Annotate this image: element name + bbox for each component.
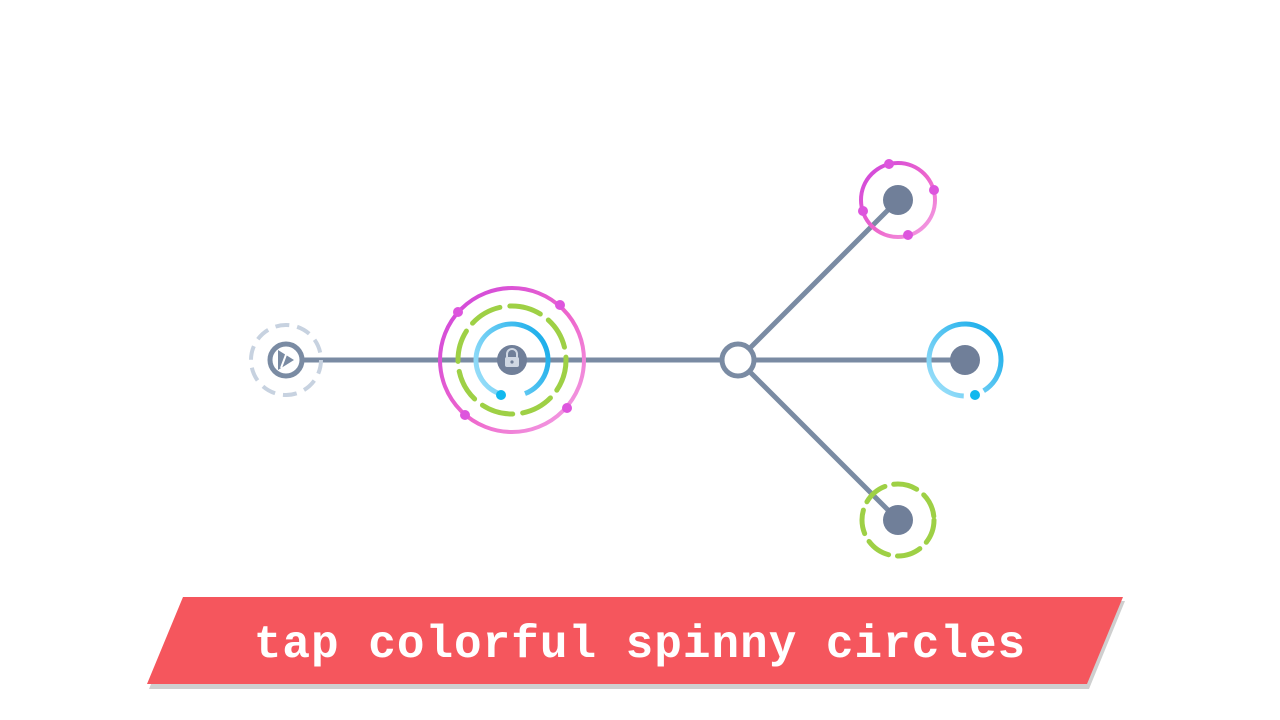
caption-text: tap colorful spinny circles xyxy=(254,619,1026,671)
hollow-ring-icon xyxy=(719,341,757,379)
magenta-ring-dot xyxy=(884,159,894,169)
track-junction-to-top xyxy=(735,197,901,363)
cyan-ring-dot xyxy=(496,390,506,400)
cyan-node-core xyxy=(950,345,980,375)
lime-node-core xyxy=(883,505,913,535)
magenta-ring-dot xyxy=(555,300,565,310)
caption-banner-background xyxy=(147,597,1123,684)
lime-dashed-ring xyxy=(455,303,569,417)
magenta-ring-dot xyxy=(858,206,868,216)
cyan-ring xyxy=(926,321,1004,399)
magenta-ring-dot xyxy=(460,410,470,420)
caption-banner: tap colorful spinny circles xyxy=(147,597,1125,689)
lock-icon xyxy=(505,348,519,367)
magenta-ring-dot xyxy=(903,230,913,240)
locked-spinny-node[interactable] xyxy=(438,286,586,434)
track-lines xyxy=(297,197,968,523)
junction-node xyxy=(719,341,757,379)
cyan-ring-dot xyxy=(970,390,980,400)
start-node[interactable] xyxy=(249,323,323,397)
magenta-ring-dot xyxy=(929,185,939,195)
magenta-outer-ring xyxy=(438,286,586,434)
magenta-ring-dot xyxy=(562,403,572,413)
magenta-ring-dot xyxy=(453,307,463,317)
magenta-node-core xyxy=(883,185,913,215)
cyan-spinny-node[interactable] xyxy=(926,321,1004,400)
lime-spinny-node[interactable] xyxy=(859,481,937,559)
start-node-dashed-ring xyxy=(249,323,323,397)
magenta-spinny-node[interactable] xyxy=(858,159,939,240)
magenta-ring xyxy=(859,161,937,239)
lime-dashed-ring xyxy=(859,481,937,559)
play-triangle-icon xyxy=(278,350,294,370)
